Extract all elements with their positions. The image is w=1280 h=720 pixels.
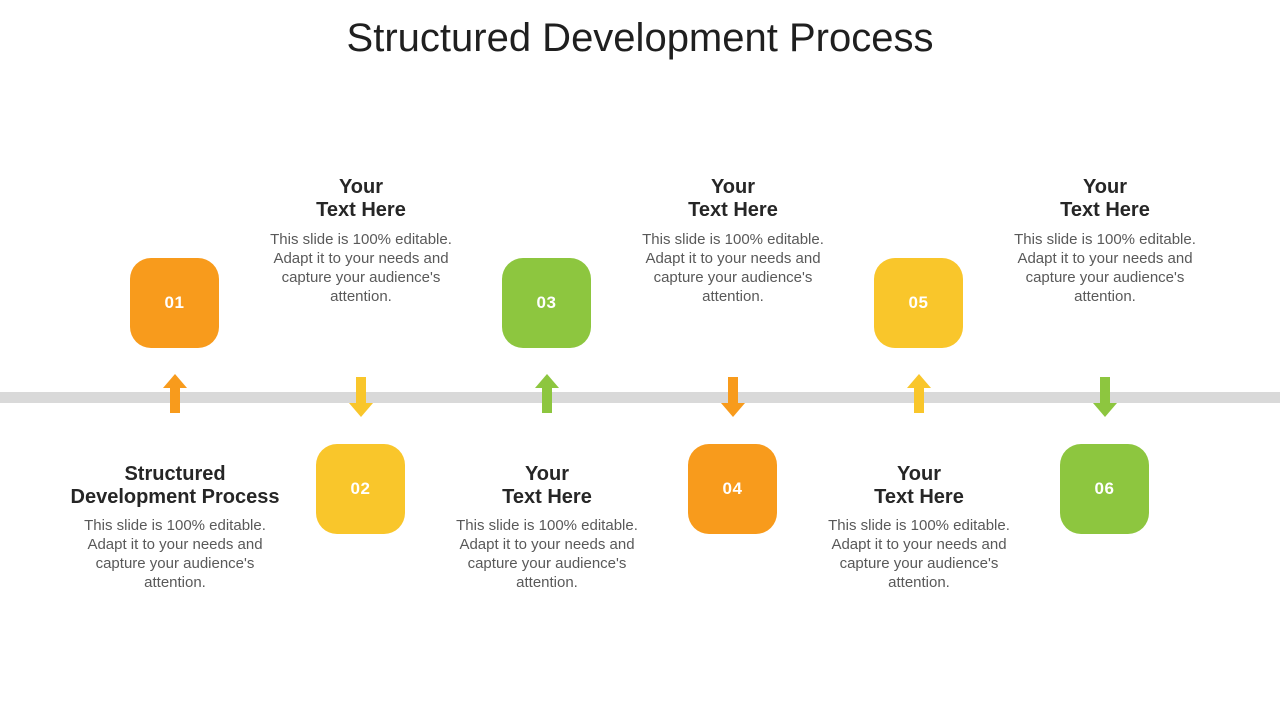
step-05-box: 05 [874, 258, 963, 348]
step-04-heading-line2: Text Here [688, 199, 778, 221]
step-04-description: This slide is 100% editable. Adapt it to… [642, 231, 824, 305]
step-04-heading: Your Text Here [613, 176, 853, 222]
step-06-number: 06 [1094, 479, 1115, 498]
step-03-heading: Your Text Here [427, 463, 667, 509]
step-03-box: 03 [502, 258, 591, 348]
step-03-arrow-up-icon [535, 374, 559, 413]
step-01-box: 01 [130, 258, 219, 348]
step-01-number: 01 [164, 293, 185, 312]
step-01-arrow-up-icon [163, 374, 187, 413]
step-03-number: 03 [536, 293, 557, 312]
page-title: Structured Development Process [346, 16, 934, 60]
step-02-description: This slide is 100% editable. Adapt it to… [270, 231, 452, 305]
step-05-arrow-up-icon [907, 374, 931, 413]
step-01-heading-line2: Development Process [70, 486, 280, 508]
step-06-arrow-down-icon [1093, 377, 1117, 417]
step-03-description: This slide is 100% editable. Adapt it to… [456, 517, 638, 591]
step-02-heading: Your Text Here [241, 176, 481, 222]
step-05-heading: Your Text Here [799, 463, 1039, 509]
step-05-number: 05 [908, 293, 929, 312]
step-02-number: 02 [350, 479, 371, 498]
step-06-heading: Your Text Here [985, 176, 1225, 222]
step-04-heading-line1: Your [710, 176, 756, 198]
step-02-arrow-down-icon [349, 377, 373, 417]
step-03-heading-line2: Text Here [502, 486, 592, 508]
step-01-heading: Structured Development Process [55, 463, 295, 509]
step-04-number: 04 [722, 479, 743, 498]
step-05-description: This slide is 100% editable. Adapt it to… [828, 517, 1010, 591]
step-01-description: This slide is 100% editable. Adapt it to… [84, 517, 266, 591]
step-02-heading-line1: Your [338, 176, 384, 198]
step-06-box: 06 [1060, 444, 1149, 534]
step-04-box: 04 [688, 444, 777, 534]
step-06-heading-line1: Your [1082, 176, 1128, 198]
step-03-heading-line1: Your [524, 463, 570, 485]
step-05-heading-line2: Text Here [874, 486, 964, 508]
step-06-heading-line2: Text Here [1060, 199, 1150, 221]
step-02-box: 02 [316, 444, 405, 534]
step-02-heading-line2: Text Here [316, 199, 406, 221]
step-01-heading-line1: Structured [124, 463, 226, 485]
step-05-heading-line1: Your [896, 463, 942, 485]
step-04-arrow-down-icon [721, 377, 745, 417]
timeline-bar [0, 392, 1280, 403]
step-06-description: This slide is 100% editable. Adapt it to… [1014, 231, 1196, 305]
